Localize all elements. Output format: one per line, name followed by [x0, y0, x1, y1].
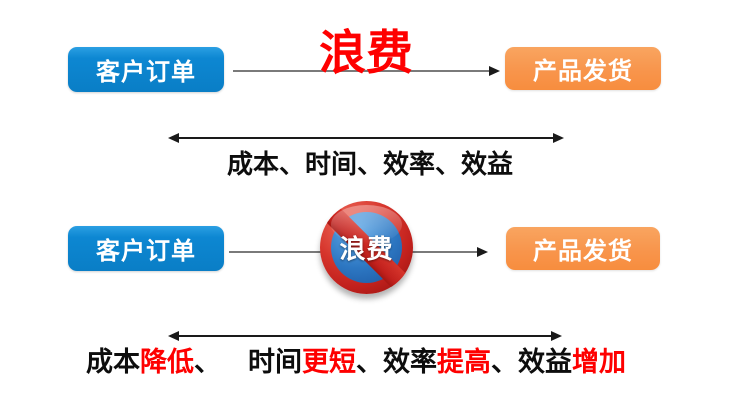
arrowhead-left-icon — [168, 331, 179, 341]
product-shipment-box-bottom: 产品发货 — [506, 227, 660, 270]
metric-segment: 、 — [194, 347, 248, 377]
customer-order-box-top: 客户订单 — [68, 47, 224, 92]
prohibition-icon: 浪费 — [320, 201, 413, 294]
customer-order-label-top: 客户订单 — [96, 59, 196, 86]
metric-segment: 、 — [356, 347, 383, 377]
arrowhead-right-icon — [551, 331, 562, 341]
metric-segment: 更短 — [302, 347, 356, 377]
metric-segment: 提高 — [437, 347, 491, 377]
range-arrow-bottom — [179, 335, 551, 337]
arrowhead-left-icon — [168, 133, 179, 143]
metric-segment: 增加 — [572, 347, 626, 377]
metric-segment: 、 — [491, 347, 518, 377]
arrowhead-right-icon — [553, 133, 564, 143]
metric-segment: 效益 — [518, 347, 572, 377]
product-shipment-box-top: 产品发货 — [505, 47, 661, 90]
metric-segment: 时间 — [248, 347, 302, 377]
metric-segment: 降低 — [140, 347, 194, 377]
product-shipment-label-bottom: 产品发货 — [533, 238, 633, 265]
range-arrow-top — [179, 137, 553, 139]
arrowhead-right-icon — [477, 247, 488, 257]
arrowhead-right-icon — [489, 66, 500, 76]
flow-line-top — [233, 70, 489, 72]
metrics-caption-after: 成本降低、 时间更短、效率提高、效益增加 — [0, 340, 712, 379]
metrics-caption-before: 成本、时间、效率、效益 — [226, 149, 513, 179]
metric-segment: 成本 — [86, 347, 140, 377]
waste-word: 浪费 — [319, 26, 413, 79]
product-shipment-label-top: 产品发货 — [533, 58, 633, 85]
customer-order-label-bottom: 客户订单 — [96, 238, 196, 265]
banned-waste-label: 浪费 — [339, 234, 394, 264]
customer-order-box-bottom: 客户订单 — [68, 226, 224, 271]
metric-segment: 效率 — [383, 347, 437, 377]
